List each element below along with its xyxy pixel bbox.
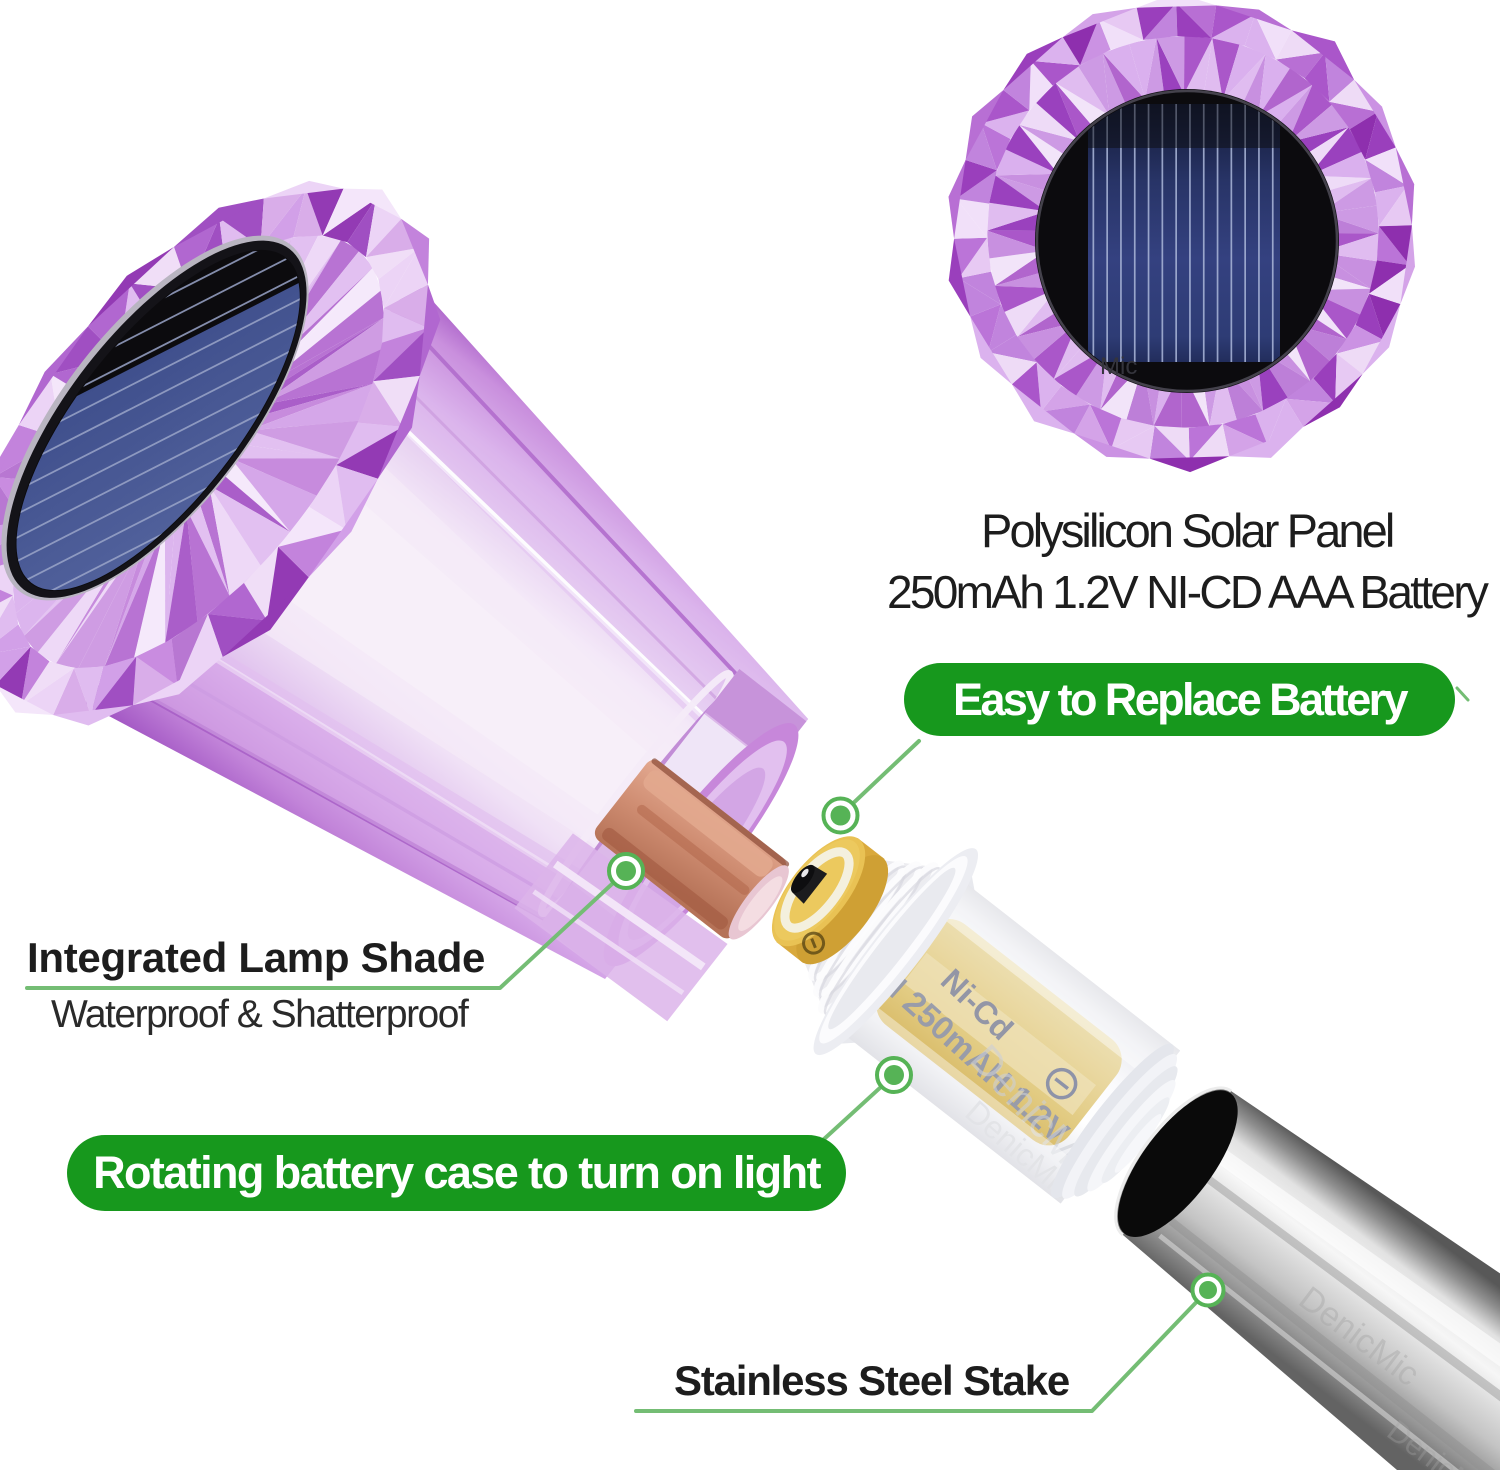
svg-text:Mic: Mic [1100,353,1137,380]
